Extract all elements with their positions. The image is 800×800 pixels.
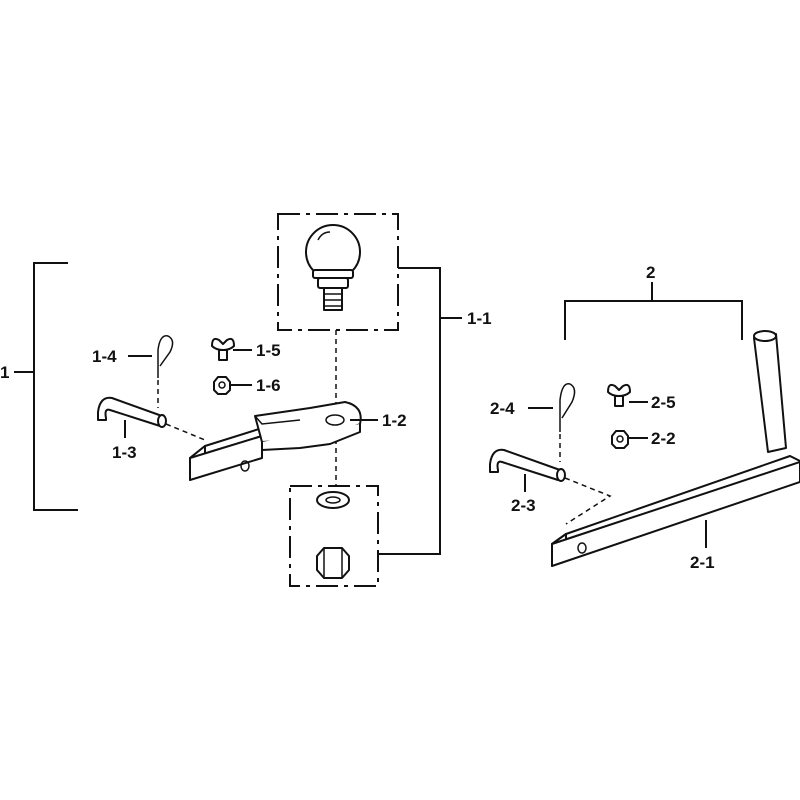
label-2-1: 2-1 xyxy=(690,553,715,572)
tow-bar-frame xyxy=(551,330,800,567)
part-1-1-bracket xyxy=(378,267,462,555)
wing-bolt-2-5 xyxy=(607,383,631,407)
hair-pin-clip-1-4 xyxy=(157,335,174,378)
label-1-4: 1-4 xyxy=(92,347,117,366)
drawbar xyxy=(189,401,362,481)
label-2-5: 2-5 xyxy=(651,393,676,412)
label-2-3: 2-3 xyxy=(511,496,536,515)
hitch-ball-bottom-box xyxy=(289,485,379,587)
hex-nut xyxy=(316,547,350,579)
nut-2-2 xyxy=(611,430,629,449)
wing-bolt-1-5 xyxy=(211,337,235,361)
label-2: 2 xyxy=(646,263,655,282)
label-2-2: 2-2 xyxy=(651,429,676,448)
hitch-pin-1-3 xyxy=(97,396,167,428)
label-1-6: 1-6 xyxy=(256,376,281,395)
assembly-2-bracket xyxy=(564,282,743,340)
label-1: 1 xyxy=(0,363,9,382)
nut-1-6 xyxy=(213,376,231,395)
hitch-ball-top-box xyxy=(277,213,399,331)
label-1-3: 1-3 xyxy=(112,443,137,462)
pin-centerline-1 xyxy=(165,423,206,441)
pin-centerline-2 xyxy=(564,477,612,525)
lock-washer xyxy=(316,491,350,509)
hitch-pin-2-3 xyxy=(489,448,566,482)
label-1-1: 1-1 xyxy=(467,309,492,328)
assembly-1-bracket xyxy=(14,262,78,511)
label-2-4: 2-4 xyxy=(490,399,515,418)
hair-pin-clip-2-4 xyxy=(559,383,576,432)
label-1-5: 1-5 xyxy=(256,341,281,360)
hitch-ball xyxy=(305,224,361,311)
label-1-2: 1-2 xyxy=(382,411,407,430)
